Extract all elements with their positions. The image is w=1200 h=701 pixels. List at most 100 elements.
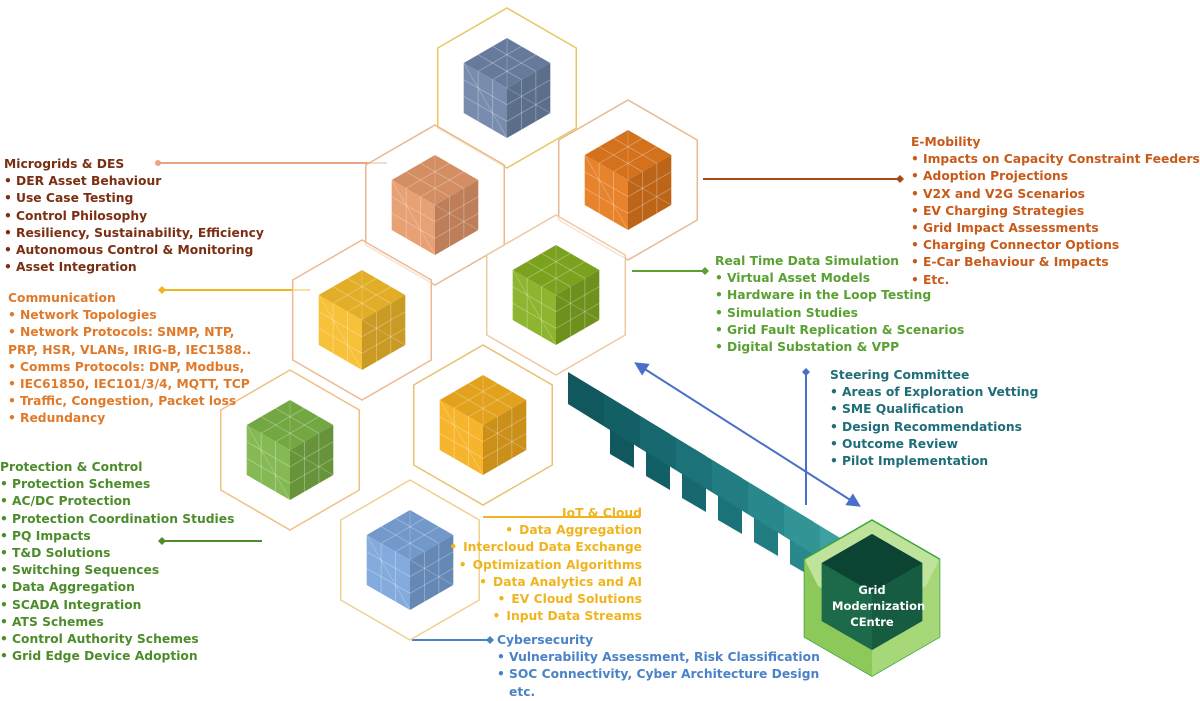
cube-face xyxy=(410,535,454,610)
cube-grid-line xyxy=(347,286,392,313)
communication-title: Communication xyxy=(8,291,116,305)
communication-list: Network TopologiesNetwork Protocols: SNM… xyxy=(8,307,251,428)
cyber-connector-dot xyxy=(486,636,494,644)
protection-item: Protection Coordination Studies xyxy=(0,511,234,528)
cube-face xyxy=(483,400,527,475)
emobility-item: Grid Impact Assessments xyxy=(911,220,1200,237)
hexcube-orange xyxy=(557,99,699,261)
cube-grid-line xyxy=(420,171,465,198)
hexcube-green-olive xyxy=(485,214,627,376)
cube-diag-line xyxy=(463,62,508,139)
steering-item: Areas of Exploration Vetting xyxy=(830,384,1038,401)
microgrids-item: Use Case Testing xyxy=(4,190,264,207)
cube-diag-line xyxy=(366,534,411,611)
cube-face xyxy=(391,180,435,255)
cube-grid-line xyxy=(512,286,557,313)
cube-grid-line xyxy=(391,196,436,223)
cube-grid-line xyxy=(526,252,571,279)
microgrids-item: Resiliency, Sustainability, Efficiency xyxy=(4,225,264,242)
chevron-arrows xyxy=(568,372,886,622)
realtime-connector-dot xyxy=(701,267,709,275)
emobility-title: E-Mobility xyxy=(911,135,981,149)
cube-grid-line xyxy=(395,517,440,544)
cube-face xyxy=(507,63,551,138)
cube-face xyxy=(628,155,672,230)
microgrids-connector-dot xyxy=(155,160,161,166)
chevron-arrow xyxy=(568,372,634,468)
iot-item: Input Data Streams xyxy=(460,608,642,625)
microgrids-item: Autonomous Control & Monitoring xyxy=(4,242,264,259)
emobility-item: EV Charging Strategies xyxy=(911,203,1200,220)
emobility-connector-dot xyxy=(896,175,904,183)
cube-grid-line xyxy=(584,171,629,198)
iot-item: Data Analytics and AI xyxy=(460,574,642,591)
iot-item: EV Cloud Solutions xyxy=(460,591,642,608)
centre-label-line-1: Grid xyxy=(858,583,886,597)
cube-face xyxy=(435,180,479,255)
cube-grid-line xyxy=(275,416,320,443)
cube-face xyxy=(362,295,406,370)
centre-inner-face xyxy=(821,534,923,592)
cube-diag-line xyxy=(246,424,291,501)
cube-grid-line xyxy=(598,146,643,173)
protection-item: Grid Edge Device Adoption xyxy=(0,648,234,665)
cube-grid-line xyxy=(434,196,479,223)
chevron-arrow xyxy=(748,482,814,578)
cube-grid-line xyxy=(627,187,672,214)
realtime-item: Grid Fault Replication & Scenarios xyxy=(715,322,964,339)
cube-grid-line xyxy=(463,95,508,122)
chevron-arrow xyxy=(640,416,706,512)
cube-grid-line xyxy=(506,79,551,106)
cube-diag-line xyxy=(434,204,479,231)
cube-grid-line xyxy=(405,171,450,198)
cube-diag-line xyxy=(391,179,436,256)
cube-face xyxy=(290,425,334,500)
cube-grid-line xyxy=(380,517,425,544)
cube-grid-line xyxy=(318,327,363,354)
hexagon-cubes xyxy=(219,7,699,641)
cyber-list: Vulnerability Assessment, Risk Classific… xyxy=(497,649,820,701)
emobility-section: E-Mobility Impacts on Capacity Constrain… xyxy=(911,134,1200,289)
cube-grid-line xyxy=(463,79,508,106)
cube-face xyxy=(246,425,290,500)
cube-grid-line xyxy=(332,277,377,304)
cube-grid-line xyxy=(395,526,440,553)
hexcube-blue xyxy=(339,479,481,641)
cube-grid-line xyxy=(541,252,586,279)
cube-face xyxy=(556,270,600,345)
chevron-arrow xyxy=(712,460,778,556)
steering-connector-dot xyxy=(802,368,810,376)
communication-connector-dot xyxy=(158,286,166,294)
emobility-item: Impacts on Capacity Constraint Feeders xyxy=(911,151,1200,168)
protection-item: ATS Schemes xyxy=(0,614,234,631)
cube-diag-line xyxy=(506,87,551,114)
chevron-arrow xyxy=(676,438,742,534)
cube-diag-line xyxy=(555,294,600,321)
cube-diag-line xyxy=(584,154,629,231)
cube-grid-line xyxy=(332,286,377,313)
cube-grid-line xyxy=(366,567,411,594)
iot-item: Intercloud Data Exchange xyxy=(460,539,642,556)
realtime-list: Virtual Asset ModelsHardware in the Loop… xyxy=(715,270,964,356)
cube-face xyxy=(463,63,507,138)
cube-grid-line xyxy=(541,261,586,288)
microgrids-item: Control Philosophy xyxy=(4,208,264,225)
cube-grid-line xyxy=(482,416,527,443)
iot-item: Optimization Algorithms xyxy=(460,557,642,574)
realtime-item: Virtual Asset Models xyxy=(715,270,964,287)
hexcube-salmon xyxy=(364,124,506,286)
cube-diag-line xyxy=(361,319,406,346)
centre-label: Grid Modernization CEntre xyxy=(832,582,925,630)
cyber-section: Cybersecurity Vulnerability Assessment, … xyxy=(497,632,820,701)
emobility-item: V2X and V2G Scenarios xyxy=(911,186,1200,203)
cube-diag-line xyxy=(289,449,334,476)
protection-item: Data Aggregation xyxy=(0,579,234,596)
realtime-item: Hardware in the Loop Testing xyxy=(715,287,964,304)
cube-face xyxy=(512,270,556,345)
cyber-title: Cybersecurity xyxy=(497,633,594,647)
microgrids-item: Asset Integration xyxy=(4,259,264,276)
hexcube-yellow xyxy=(291,239,433,401)
cube-grid-line xyxy=(275,407,320,434)
cube-grid-line xyxy=(453,391,498,418)
